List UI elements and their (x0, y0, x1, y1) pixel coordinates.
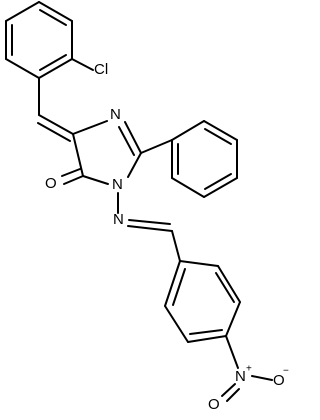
ch-aryl-bond (171, 230, 181, 262)
nitro-n-o-left (221, 383, 236, 397)
ring-nitrogen-label: N (112, 176, 123, 193)
nitrophenyl-ring (164, 260, 241, 343)
carbonyl-oxygen-label: O (45, 175, 57, 192)
chemical-structure: Cl N N N O N + O O − (5, 1, 289, 413)
chlorine-atom-label: Cl (94, 61, 108, 78)
carbonyl-bond (63, 175, 84, 185)
nitro-n-o-right (251, 375, 273, 381)
ring-nitrogen-label: N (110, 106, 121, 123)
imidazolone-ring (72, 120, 142, 185)
imine-nitrogen-label: N (113, 211, 124, 228)
phenyl-ring (171, 120, 238, 198)
negative-charge-label: − (283, 366, 289, 377)
chlorophenyl-ring (5, 1, 73, 79)
c-cl-bond (71, 58, 94, 71)
n-ch-imine-bond (127, 225, 173, 232)
nitro-nitrogen-label: N (235, 368, 246, 385)
nitro-oxygen-label: O (208, 396, 220, 413)
positive-charge-label: + (246, 364, 252, 375)
nitro-oxygen-label: O (273, 372, 285, 389)
c2-phenyl-bond (140, 139, 173, 154)
ch-c4-double-bond (38, 114, 74, 135)
c-nitro-bond (225, 335, 239, 369)
